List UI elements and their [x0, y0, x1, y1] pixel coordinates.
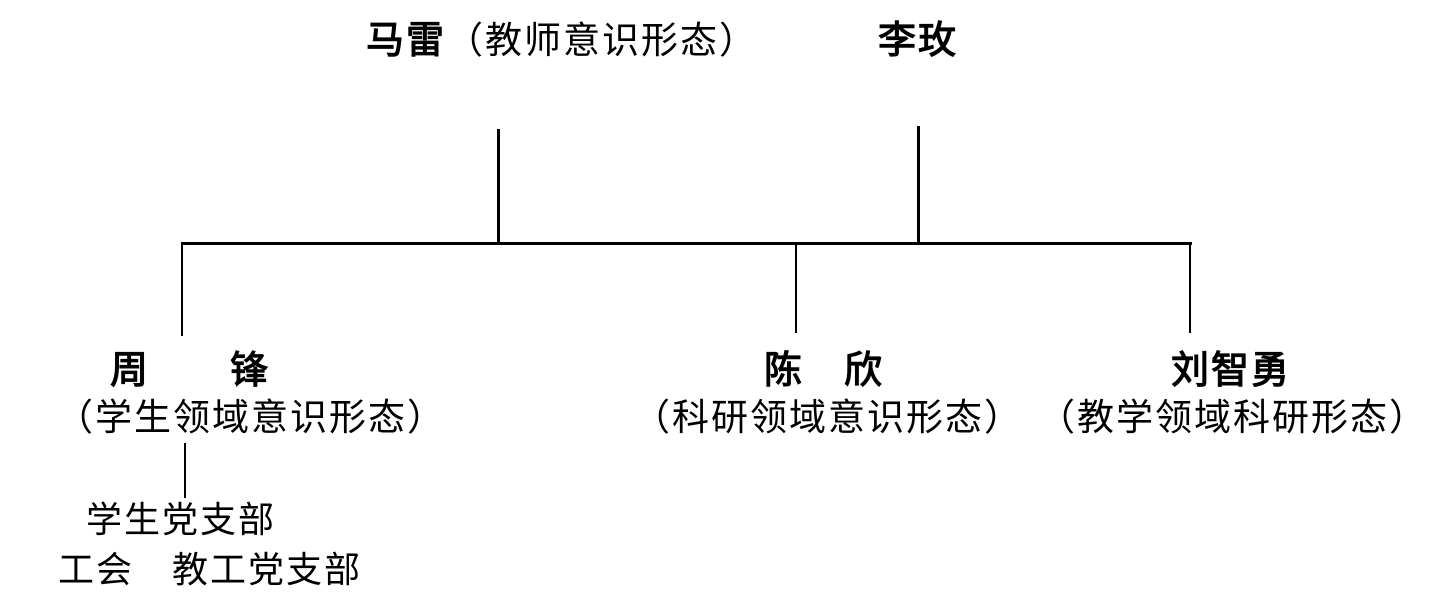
node-ma-lei-role: （教师意识形态）: [446, 21, 759, 62]
node-zhou-feng-name: 周 锋: [110, 350, 271, 392]
node-liu-zhiyong-name: 刘智勇: [1171, 350, 1292, 392]
connector-horizontal-bar: [182, 242, 1192, 245]
sub-group-student-party-branch: 学生党支部: [86, 500, 277, 540]
connector-ma-lei-vertical-line: [497, 129, 500, 245]
connector-sub-groups-line: [184, 443, 186, 498]
node-ma-lei-name: 马雷: [366, 20, 447, 62]
connector-liu-zhiyong-drop-line: [1189, 245, 1191, 333]
node-liu-zhiyong-role: （教学领域科研形态）: [1038, 398, 1428, 439]
node-ma-lei: 马雷（教师意识形态）: [366, 20, 759, 63]
connector-li-mei-vertical-line: [917, 126, 920, 245]
node-chen-xin-role: （科研领域意识形态）: [633, 398, 1023, 439]
connector-chen-xin-drop-line: [795, 245, 797, 333]
node-li-mei: 李玫: [878, 20, 959, 62]
node-chen-xin-name: 陈 欣: [764, 350, 885, 392]
sub-group-union-and-staff-party-branch: 工会 教工党支部: [58, 550, 363, 590]
connector-zhou-feng-drop-line: [181, 242, 183, 336]
node-zhou-feng-role: （学生领域意识形态）: [56, 398, 446, 439]
